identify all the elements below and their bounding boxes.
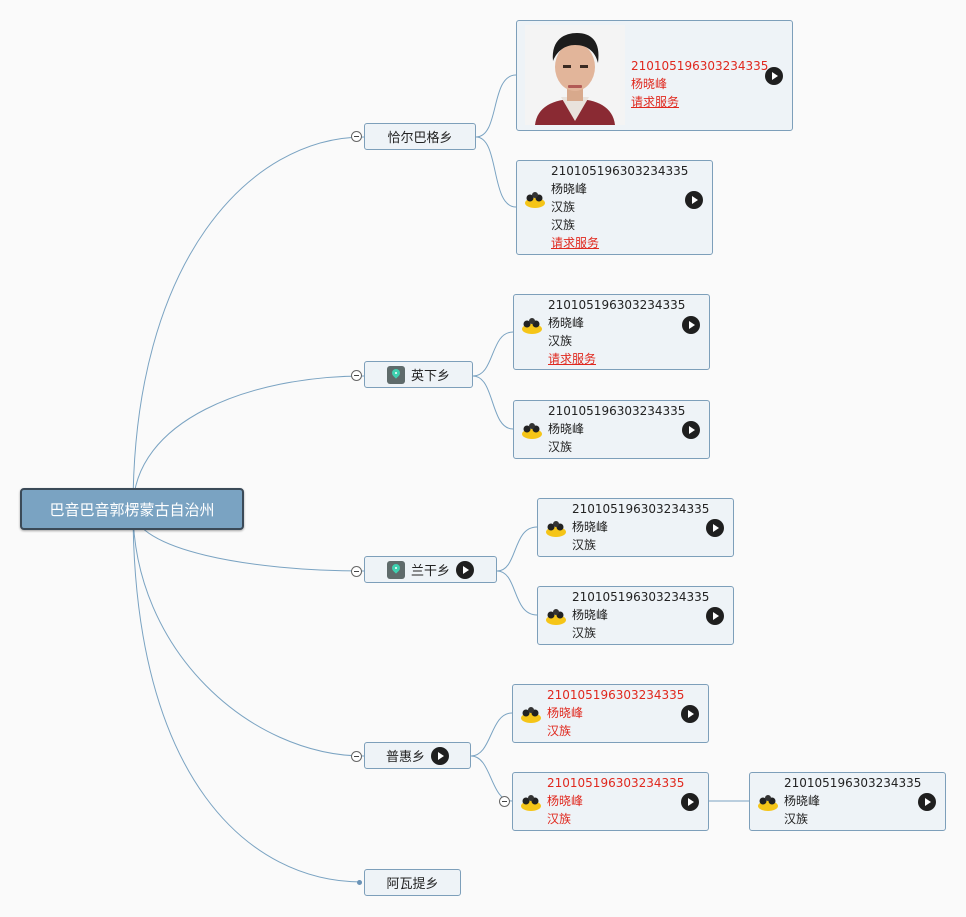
person-card[interactable]: 210105196303234335 杨晓峰 汉族: [513, 400, 710, 459]
id-number: 210105196303234335: [572, 502, 710, 516]
person-card[interactable]: 210105196303234335 杨晓峰 汉族: [537, 586, 734, 645]
card-text: 210105196303234335 杨晓峰 汉族 汉族 请求服务: [551, 162, 688, 252]
id-number: 210105196303234335: [548, 298, 686, 312]
people-group-icon: [546, 521, 566, 537]
ethnicity: 汉族: [551, 200, 576, 214]
root-node-label: 巴音巴音郭楞蒙古自治州: [49, 500, 215, 519]
branch-node-awati[interactable]: 阿瓦提乡: [364, 869, 461, 896]
people-group-icon: [522, 423, 542, 439]
card-text: 210105196303234335 杨晓峰 汉族: [547, 686, 684, 740]
branch-label: 阿瓦提乡: [386, 877, 439, 892]
ethnicity: 汉族: [548, 334, 573, 348]
person-portrait-image: [525, 25, 625, 125]
ethnicity: 汉族: [572, 538, 597, 552]
people-group-icon: [758, 795, 778, 811]
id-number: 210105196303234335: [547, 776, 685, 790]
map-pin-icon: [386, 560, 405, 579]
card-text: 210105196303234335 杨晓峰 汉族 请求服务: [548, 296, 685, 368]
collapse-minus-icon[interactable]: [499, 796, 510, 807]
play-icon[interactable]: [431, 746, 449, 765]
branch-label: 英下乡: [410, 369, 450, 384]
map-pin-icon: [386, 365, 405, 384]
people-group-icon: [546, 609, 566, 625]
person-card-alert[interactable]: 210105196303234335 杨晓峰 汉族: [512, 684, 709, 743]
branch-node-puhui[interactable]: 普惠乡: [364, 742, 471, 769]
id-number: 210105196303234335: [547, 688, 685, 702]
ethnicity: 汉族: [547, 812, 572, 826]
branch-label: 恰尔巴格乡: [387, 131, 453, 146]
person-card[interactable]: 210105196303234335 杨晓峰 汉族 汉族 请求服务: [516, 160, 713, 255]
play-icon[interactable]: [685, 191, 703, 209]
branch-node-qiaerbage[interactable]: 恰尔巴格乡: [364, 123, 476, 150]
person-name: 杨晓峰: [551, 182, 588, 196]
person-name: 杨晓峰: [547, 794, 584, 808]
card-text: 210105196303234335 杨晓峰 汉族: [547, 774, 684, 828]
play-icon[interactable]: [706, 607, 724, 625]
id-number: 210105196303234335: [784, 776, 922, 790]
person-photo: [525, 25, 625, 125]
person-card[interactable]: 210105196303234335 杨晓峰 汉族: [537, 498, 734, 557]
person-name: 杨晓峰: [572, 608, 609, 622]
collapse-minus-icon[interactable]: [351, 370, 362, 381]
collapse-minus-icon[interactable]: [351, 751, 362, 762]
card-text: 210105196303234335 杨晓峰 汉族: [572, 500, 709, 554]
ethnicity: 汉族: [551, 218, 576, 232]
id-number: 210105196303234335: [548, 404, 686, 418]
card-text: 210105196303234335 杨晓峰 汉族: [784, 774, 921, 828]
person-name: 杨晓峰: [784, 794, 821, 808]
person-name: 杨晓峰: [572, 520, 609, 534]
id-number: 210105196303234335: [631, 59, 769, 73]
play-icon[interactable]: [681, 705, 699, 723]
id-number: 210105196303234335: [551, 164, 689, 178]
id-number: 210105196303234335: [572, 590, 710, 604]
card-text: 210105196303234335 杨晓峰 请求服务: [631, 57, 768, 111]
people-group-icon: [522, 318, 542, 334]
person-name: 杨晓峰: [631, 77, 668, 91]
branch-label: 兰干乡: [410, 564, 450, 579]
root-node[interactable]: 巴音巴音郭楞蒙古自治州: [20, 488, 244, 530]
branch-node-langan[interactable]: 兰干乡: [364, 556, 497, 583]
person-name: 杨晓峰: [548, 316, 585, 330]
person-card-alert[interactable]: 210105196303234335 杨晓峰 汉族: [512, 772, 709, 831]
collapse-minus-icon[interactable]: [351, 566, 362, 577]
person-name: 杨晓峰: [547, 706, 584, 720]
play-icon[interactable]: [682, 421, 700, 439]
people-group-icon: [525, 192, 545, 208]
play-icon[interactable]: [682, 316, 700, 334]
person-name: 杨晓峰: [548, 422, 585, 436]
ethnicity: 汉族: [784, 812, 809, 826]
person-card[interactable]: 210105196303234335 杨晓峰 汉族 请求服务: [513, 294, 710, 370]
play-icon[interactable]: [918, 793, 936, 811]
request-service-link[interactable]: 请求服务: [551, 236, 600, 250]
card-text: 210105196303234335 杨晓峰 汉族: [548, 402, 685, 456]
card-text: 210105196303234335 杨晓峰 汉族: [572, 588, 709, 642]
people-group-icon: [521, 795, 541, 811]
branch-node-yingxia[interactable]: 英下乡: [364, 361, 473, 388]
play-icon[interactable]: [765, 67, 783, 85]
collapse-minus-icon[interactable]: [351, 131, 362, 142]
branch-label: 普惠乡: [385, 750, 425, 765]
play-icon[interactable]: [706, 519, 724, 537]
request-service-link[interactable]: 请求服务: [631, 95, 680, 109]
ethnicity: 汉族: [572, 626, 597, 640]
ethnicity: 汉族: [547, 724, 572, 738]
play-icon[interactable]: [681, 793, 699, 811]
request-service-link[interactable]: 请求服务: [548, 352, 597, 366]
ethnicity: 汉族: [548, 440, 573, 454]
person-card[interactable]: 210105196303234335 杨晓峰 汉族: [749, 772, 946, 831]
branch-dot: [357, 880, 362, 885]
person-card-photo[interactable]: 210105196303234335 杨晓峰 请求服务: [516, 20, 793, 131]
people-group-icon: [521, 707, 541, 723]
play-icon[interactable]: [456, 560, 474, 579]
